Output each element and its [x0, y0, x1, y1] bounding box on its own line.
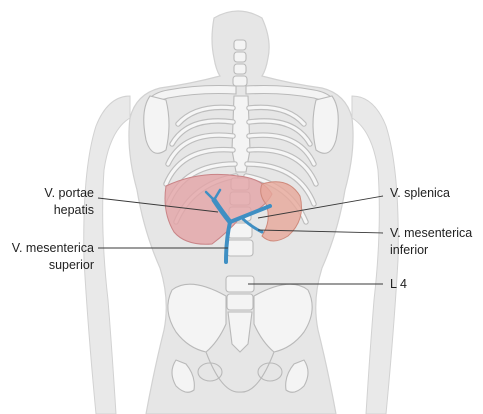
l4-label: L 4	[390, 277, 407, 291]
labels: V. portae hepatis V. splenica V. mesente…	[12, 186, 473, 291]
inferior-mesenteric-vein	[240, 216, 264, 234]
portal-vein-label-line2: hepatis	[54, 203, 94, 217]
inf-mesenteric-leader	[257, 229, 384, 234]
left-arm	[83, 95, 131, 414]
sacrum	[227, 311, 253, 353]
portal-vein-label-line1: V. portae	[44, 186, 94, 200]
spleen	[260, 181, 302, 242]
splenic-vein	[228, 204, 272, 224]
right-ribs	[243, 104, 319, 225]
hepatic-branches	[204, 188, 222, 202]
sup-mesenteric-label-line2: superior	[49, 258, 94, 272]
leader-lines	[97, 195, 384, 285]
left-hip-bone	[167, 283, 227, 353]
portal-vein	[211, 197, 233, 225]
right-scapula	[312, 95, 339, 154]
portal-vein-leader	[97, 197, 219, 213]
portal-vein-system	[204, 188, 272, 264]
pubic-arch	[205, 351, 275, 393]
sup-mesenteric-label-line1: V. mesenterica	[12, 241, 94, 255]
right-hip-bone	[253, 283, 313, 353]
inf-mesenteric-label-line2: inferior	[390, 243, 428, 257]
left-femur-head	[171, 359, 195, 393]
left-scapula	[143, 95, 170, 154]
inf-mesenteric-label-line1: V. mesenterica	[390, 226, 472, 240]
skeleton	[143, 39, 339, 393]
splenic-vein-label: V. splenica	[390, 186, 450, 200]
splenic-vein-leader	[257, 195, 384, 219]
right-femur-head	[285, 359, 309, 393]
superior-mesenteric-vein	[224, 220, 232, 264]
